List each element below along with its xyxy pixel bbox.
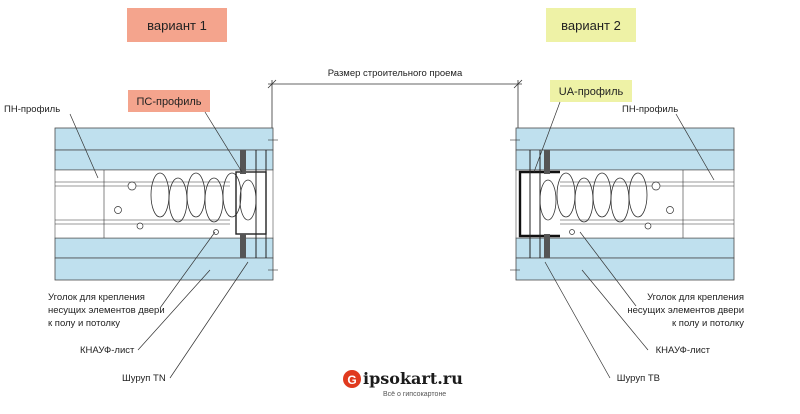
- ua-profile-box: [550, 80, 632, 102]
- right-corner-label-2: несущих элементов двери: [627, 305, 744, 316]
- ua-profile-label: UA-профиль: [559, 86, 624, 98]
- left-screw-label: Шуруп TN: [122, 373, 166, 384]
- variant-1-title: вариант 1: [147, 18, 207, 33]
- opening-dimension: [267, 79, 523, 128]
- right-knauf-label: КНАУФ-лист: [656, 345, 711, 356]
- logo-tagline: Всё о гипсокартоне: [383, 391, 446, 398]
- left-wall-section: [54, 127, 278, 281]
- variant-2-box: [546, 8, 636, 42]
- left-corner-label-1: Уголок для крепления: [48, 292, 145, 303]
- right-screw-label: Шуруп TB: [617, 373, 660, 384]
- right-wall-section: [510, 127, 735, 281]
- left-pn-profile-label: ПН-профиль: [4, 104, 60, 115]
- logo-text: ipsokart.ru: [363, 369, 463, 388]
- right-corner-label-3: к полу и потолку: [672, 318, 744, 329]
- right-pn-profile-label: ПН-профиль: [622, 104, 678, 115]
- ps-profile-label: ПС-профиль: [136, 96, 201, 108]
- ps-profile-box: [128, 90, 210, 112]
- dimension-label: Размер строительного проема: [328, 68, 463, 79]
- variant-1-box: [127, 8, 227, 42]
- svg-text:G: G: [347, 373, 356, 387]
- right-corner-label-1: Уголок для крепления: [647, 292, 744, 303]
- left-corner-label-3: к полу и потолку: [48, 318, 120, 329]
- site-logo[interactable]: G ipsokart.ru Всё о гипсокартоне: [343, 369, 463, 398]
- flame-g-icon: [343, 370, 361, 388]
- variant-2-title: вариант 2: [561, 18, 621, 33]
- left-corner-label-2: несущих элементов двери: [48, 305, 165, 316]
- left-knauf-label: КНАУФ-лист: [80, 345, 135, 356]
